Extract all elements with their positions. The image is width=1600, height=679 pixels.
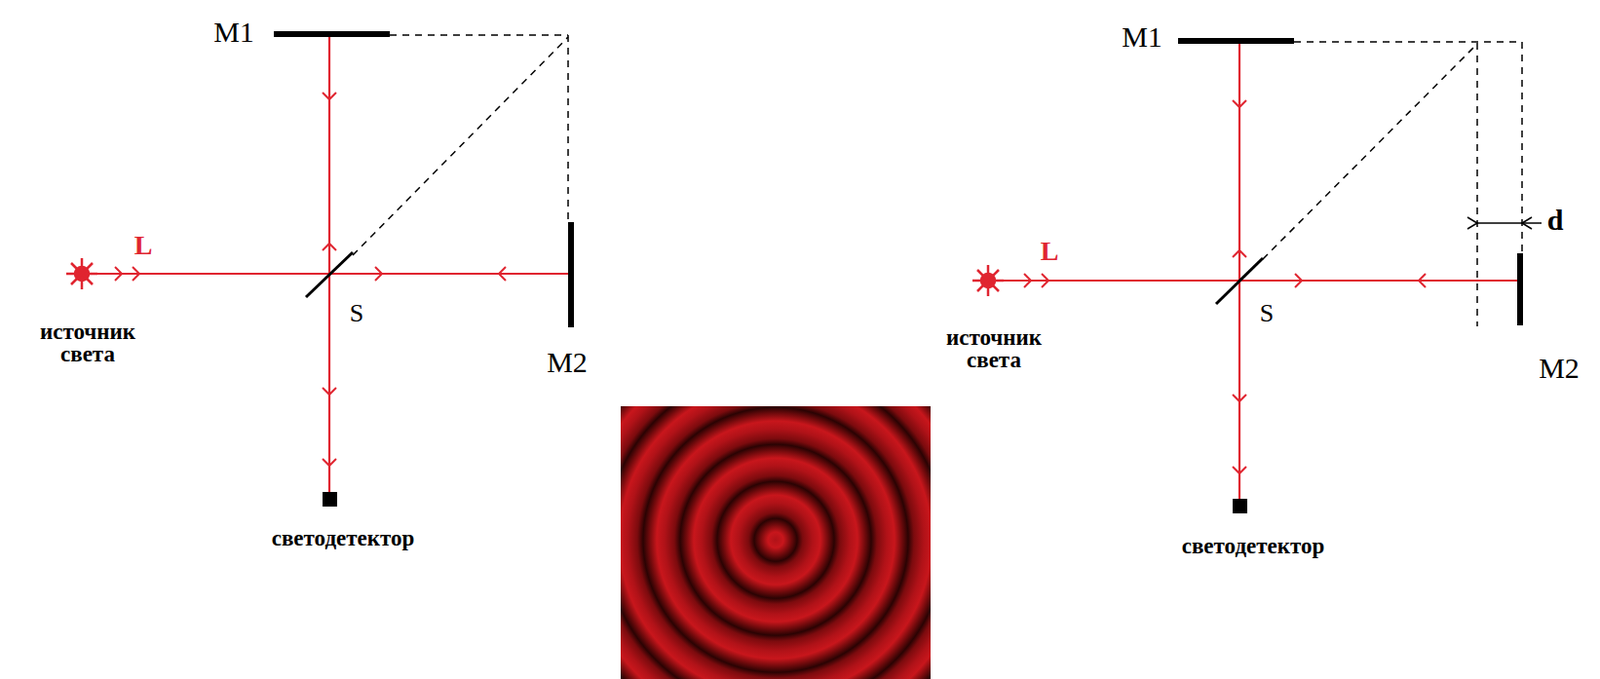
d-dimension: [1467, 217, 1542, 229]
dimension-label: d: [1547, 205, 1564, 235]
interference-rings: [620, 406, 931, 679]
arrowhead: [322, 92, 337, 100]
arrowhead: [1232, 100, 1247, 108]
arrowhead: [322, 458, 337, 466]
source-label: источник света: [935, 326, 1053, 372]
mirror-label: M1: [213, 17, 255, 47]
mirror-label: M1: [1121, 22, 1163, 52]
detector-label: светодетектор: [271, 527, 416, 550]
mirror-label: M2: [546, 347, 588, 378]
arrowhead: [114, 266, 122, 281]
arrowhead: [1418, 273, 1426, 288]
mirrors: [273, 34, 1521, 328]
splitter-label: S: [349, 301, 364, 327]
dashed-guides: [352, 35, 1523, 327]
ray-label: L: [134, 231, 153, 260]
arrowhead: [132, 266, 140, 281]
detectors: [322, 492, 1248, 514]
arrowhead: [322, 387, 337, 395]
light-sources: [66, 258, 1004, 297]
arrowhead: [1295, 273, 1302, 288]
beam-splitters: [305, 252, 1263, 305]
arrowhead: [1232, 394, 1247, 402]
arrowhead: [1232, 250, 1247, 258]
ray-label: L: [1040, 237, 1060, 266]
ray-arrowheads: [114, 92, 1426, 474]
arrowhead: [1232, 466, 1247, 474]
source-label: источник света: [29, 320, 147, 366]
mirror-label: M2: [1538, 353, 1580, 383]
arrowhead: [498, 266, 506, 281]
splitter-label: S: [1259, 301, 1274, 327]
arrowhead: [322, 243, 337, 251]
arrowhead: [1041, 273, 1049, 288]
arrowhead: [375, 266, 382, 281]
detector-label: светодетектор: [1181, 534, 1326, 558]
light-rays: [93, 36, 1518, 499]
arrowhead: [1024, 273, 1031, 288]
